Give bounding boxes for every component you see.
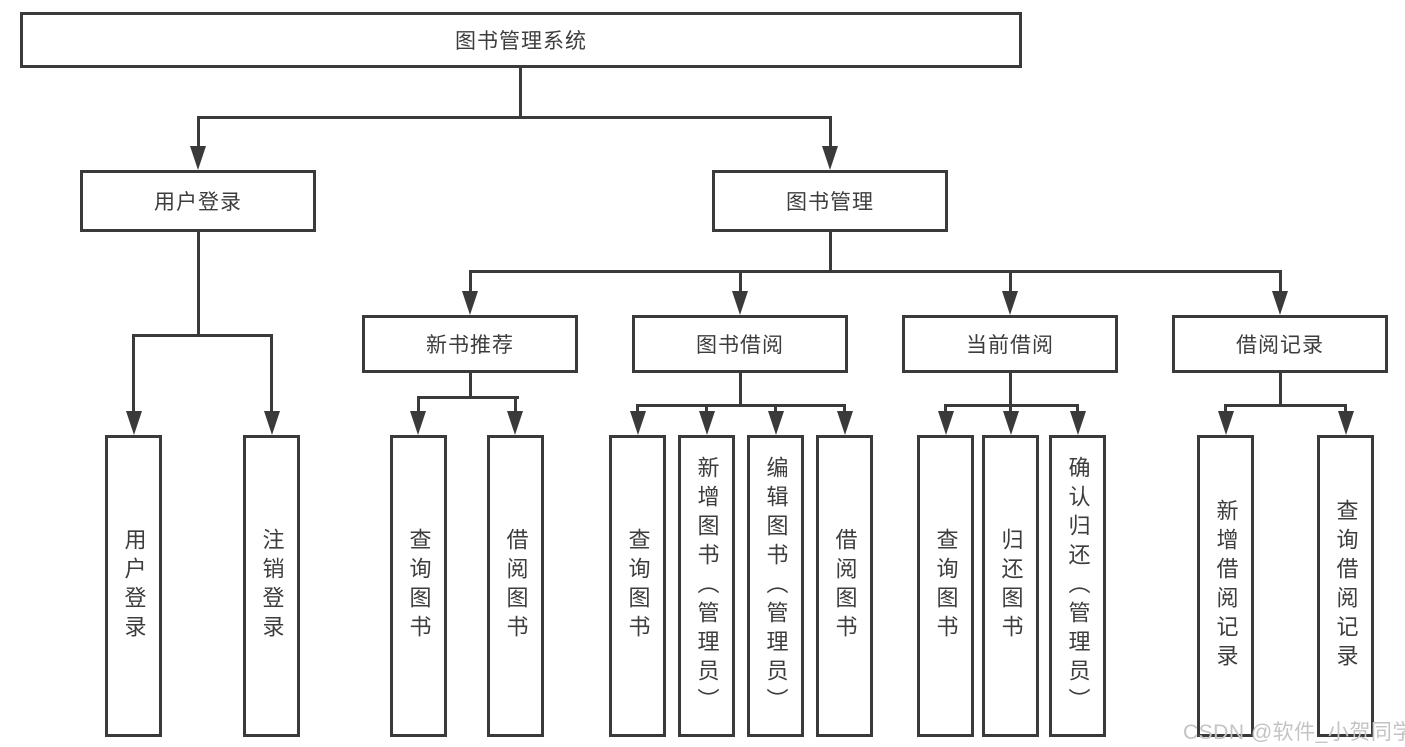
arrow-shaft [636, 404, 639, 414]
arrow-shaft [514, 396, 517, 413]
line-horizontal [469, 270, 1282, 273]
arrow-shaft [1224, 404, 1227, 414]
arrowhead-down-icon [837, 411, 853, 435]
arrow-shaft [1076, 404, 1079, 414]
arrow-shaft [1279, 270, 1282, 294]
arrowhead-down-icon [1070, 411, 1086, 435]
arrowhead-down-icon [1003, 411, 1019, 435]
arrow-shaft [270, 334, 273, 412]
node-library-management-system: 图书管理系统 [20, 12, 1022, 68]
arrow-shaft [705, 404, 708, 414]
arrowhead-down-icon [822, 146, 838, 170]
arrowhead-down-icon [126, 411, 142, 435]
line-horizontal [132, 334, 273, 337]
arrowhead-down-icon [264, 411, 280, 435]
arrowhead-down-icon [938, 411, 954, 435]
leaf-confirm-return-admin: 确认归还（管理员） [1049, 435, 1106, 737]
arrowhead-down-icon [190, 146, 206, 170]
node-new-book-recommendation: 新书推荐 [362, 315, 578, 373]
leaf-edit-books-admin: 编辑图书（管理员） [747, 435, 804, 737]
watermark: CSDN @软件_小贺同学 [1183, 721, 1405, 744]
arrow-shaft [197, 116, 200, 150]
arrow-shaft [774, 404, 777, 414]
leaf-borrow-books-borrowing: 借阅图书 [816, 435, 873, 737]
node-borrowing-records: 借阅记录 [1172, 315, 1388, 373]
arrowhead-down-icon [462, 291, 478, 315]
arrowhead-down-icon [1002, 291, 1018, 315]
arrow-shaft [1009, 270, 1012, 294]
leaf-user-login: 用户登录 [105, 435, 162, 737]
arrow-shaft [829, 116, 832, 150]
arrow-shaft [417, 396, 420, 413]
arrowhead-down-icon [410, 411, 426, 435]
line-vertical [519, 68, 522, 118]
arrowhead-down-icon [699, 411, 715, 435]
line-horizontal [636, 404, 846, 407]
arrow-shaft [944, 404, 947, 414]
line-vertical [1009, 373, 1012, 407]
arrowhead-down-icon [1338, 411, 1354, 435]
line-horizontal [1224, 404, 1347, 407]
line-horizontal [197, 116, 832, 119]
line-horizontal [417, 396, 519, 399]
line-vertical [197, 232, 200, 334]
leaf-query-books-recommend: 查询图书 [390, 435, 447, 737]
arrowhead-down-icon [732, 291, 748, 315]
leaf-logout-login: 注销登录 [243, 435, 300, 737]
line-vertical [739, 373, 742, 407]
leaf-add-borrow-record: 新增借阅记录 [1197, 435, 1254, 737]
leaf-query-books-borrowing: 查询图书 [609, 435, 666, 737]
leaf-query-books-current: 查询图书 [917, 435, 974, 737]
arrowhead-down-icon [1218, 411, 1234, 435]
arrowhead-down-icon [768, 411, 784, 435]
leaf-return-books: 归还图书 [982, 435, 1039, 737]
leaf-add-books-admin: 新增图书（管理员） [678, 435, 735, 737]
leaf-borrow-books-recommend: 借阅图书 [487, 435, 544, 737]
arrow-shaft [1009, 404, 1012, 414]
leaf-query-borrow-record: 查询借阅记录 [1317, 435, 1374, 737]
arrow-shaft [469, 270, 472, 294]
arrow-shaft [132, 334, 135, 412]
node-current-borrowing: 当前借阅 [902, 315, 1118, 373]
arrowhead-down-icon [1272, 291, 1288, 315]
arrow-shaft [1344, 404, 1347, 414]
line-vertical [1279, 373, 1282, 407]
line-vertical [829, 232, 832, 272]
line-vertical [469, 373, 472, 398]
arrowhead-down-icon [507, 411, 523, 435]
arrowhead-down-icon [630, 411, 646, 435]
node-user-login: 用户登录 [80, 170, 316, 232]
arrow-shaft [739, 270, 742, 294]
node-book-management: 图书管理 [712, 170, 948, 232]
node-book-borrowing: 图书借阅 [632, 315, 848, 373]
arrow-shaft [843, 404, 846, 414]
